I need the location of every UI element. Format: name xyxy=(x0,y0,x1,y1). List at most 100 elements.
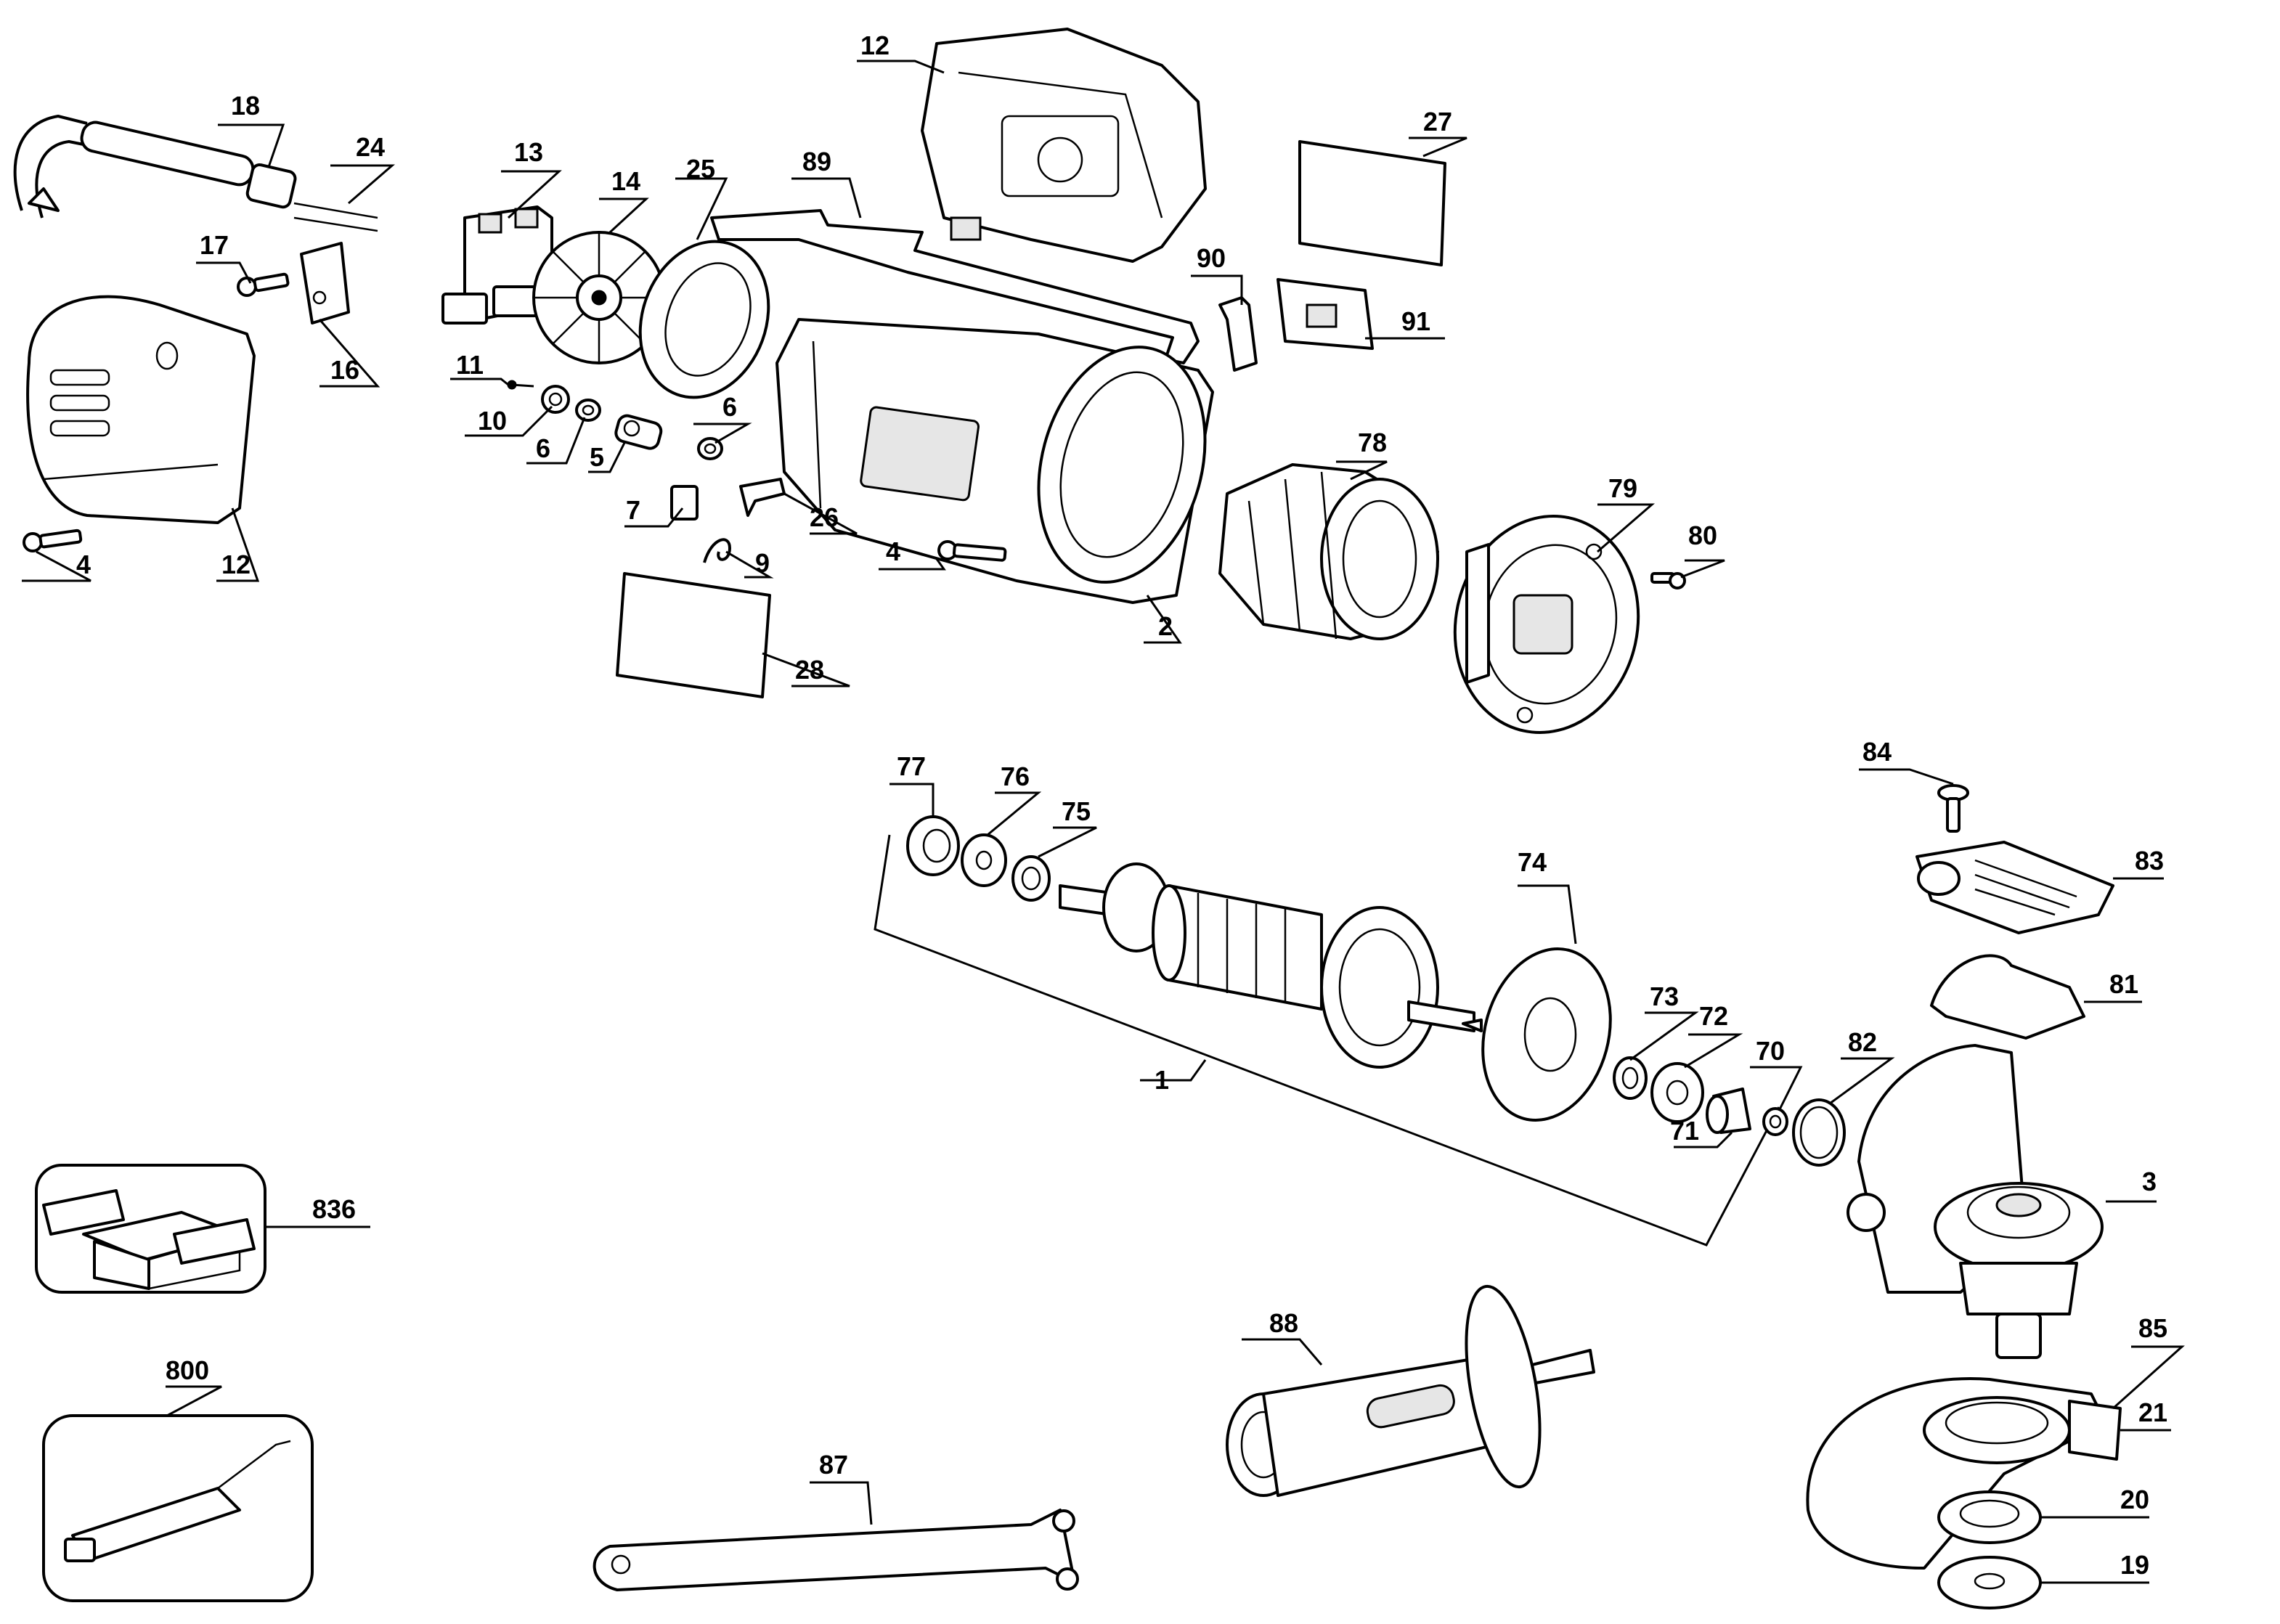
nut-70-part xyxy=(1762,1107,1788,1136)
flange-nut-19-part xyxy=(1937,1556,2042,1609)
label-18: 18 xyxy=(231,91,260,121)
cord-protector-part xyxy=(293,202,378,232)
end-bell-part xyxy=(1453,514,1640,735)
screw-80-part xyxy=(1650,572,1686,589)
label-6-right: 6 xyxy=(722,392,737,422)
screw-84-part xyxy=(1937,784,1969,833)
label-80: 80 xyxy=(1688,521,1717,550)
label-16: 16 xyxy=(330,355,359,385)
label-19: 19 xyxy=(2120,1550,2149,1580)
label-28-part xyxy=(616,572,771,698)
label-77: 77 xyxy=(897,751,926,781)
label-12-top: 12 xyxy=(860,30,889,60)
armature-part xyxy=(1059,862,1475,1069)
label-90: 90 xyxy=(1197,243,1226,273)
label-21: 21 xyxy=(2138,1397,2167,1427)
brush-7-part xyxy=(670,485,699,521)
label-76: 76 xyxy=(1001,762,1030,791)
label-25: 25 xyxy=(686,154,715,184)
label-20: 20 xyxy=(2120,1485,2149,1514)
label-82: 82 xyxy=(1848,1027,1877,1057)
leader-lines xyxy=(22,60,2185,1584)
part-91 xyxy=(1277,278,1374,350)
label-14: 14 xyxy=(611,166,640,196)
label-72: 72 xyxy=(1699,1001,1728,1031)
label-83: 83 xyxy=(2135,846,2164,876)
label-27-part xyxy=(1298,140,1446,266)
label-85: 85 xyxy=(2138,1313,2167,1343)
terminal-26-part xyxy=(739,478,786,517)
screw-center-part xyxy=(937,540,1007,562)
screw-17-part xyxy=(237,272,290,297)
part-90 xyxy=(1218,296,1258,372)
label-12-left: 12 xyxy=(221,550,251,579)
rear-housing-left-part xyxy=(26,295,256,524)
label-7: 7 xyxy=(626,495,640,525)
label-70: 70 xyxy=(1756,1036,1785,1066)
cord-clamp-part xyxy=(300,242,350,325)
washer-76-part xyxy=(961,833,1007,887)
gear-case-part xyxy=(1847,1044,2104,1359)
label-10: 10 xyxy=(478,406,507,436)
label-13: 13 xyxy=(514,137,543,167)
label-26: 26 xyxy=(810,502,839,532)
label-3: 3 xyxy=(2142,1167,2157,1196)
label-17: 17 xyxy=(200,230,229,260)
label-2: 2 xyxy=(1158,611,1173,641)
label-5: 5 xyxy=(590,442,604,472)
cap-10-part xyxy=(541,385,570,414)
label-11: 11 xyxy=(456,350,484,380)
label-84: 84 xyxy=(1862,737,1892,767)
screw-11-part xyxy=(507,380,534,390)
screw-left-part xyxy=(23,529,83,552)
ring-6-left-part xyxy=(575,399,601,422)
label-1: 1 xyxy=(1155,1065,1169,1095)
label-81: 81 xyxy=(2109,969,2138,999)
side-handle-part xyxy=(1226,1284,1595,1497)
label-91: 91 xyxy=(1401,306,1430,336)
label-75: 75 xyxy=(1062,796,1091,826)
kit-box-inset xyxy=(35,1164,266,1294)
label-78: 78 xyxy=(1358,428,1387,457)
o-ring-82-part xyxy=(1792,1098,1846,1167)
spring-clip-81-part xyxy=(1930,954,2085,1040)
bearing-77-part xyxy=(906,815,960,876)
label-4-center: 4 xyxy=(886,536,900,566)
label-74: 74 xyxy=(1518,847,1547,877)
accessory-inset-800 xyxy=(42,1414,314,1602)
part-labels: 18 24 13 14 25 89 12 27 17 16 90 91 11 1… xyxy=(76,30,2167,1580)
label-4-left: 4 xyxy=(76,550,91,579)
brush-holder-5-part xyxy=(614,414,663,450)
washer-75-part xyxy=(1011,855,1051,902)
label-28: 28 xyxy=(795,655,824,685)
field-housing-part xyxy=(775,318,1214,604)
switch-rod-part xyxy=(710,209,1200,364)
label-88: 88 xyxy=(1269,1308,1298,1338)
switch-part xyxy=(441,205,553,325)
label-836: 836 xyxy=(312,1194,356,1224)
power-cord-part xyxy=(13,115,297,219)
pinion-71-part xyxy=(1706,1088,1751,1134)
label-800: 800 xyxy=(166,1355,209,1385)
rear-housing-top-part xyxy=(921,28,1207,263)
flange-20-part xyxy=(1937,1490,2042,1544)
label-6-left: 6 xyxy=(536,433,550,463)
gear-case-cover-part xyxy=(1915,841,2114,934)
spanner-wrench-part xyxy=(593,1509,1079,1591)
label-89: 89 xyxy=(802,147,831,176)
field-coil-part xyxy=(1218,463,1439,640)
spring-9-part xyxy=(703,538,731,563)
label-27: 27 xyxy=(1423,107,1452,136)
wheel-guard-part xyxy=(1806,1377,2122,1570)
label-87: 87 xyxy=(819,1450,848,1480)
baffle-74-part xyxy=(1462,947,1612,1122)
label-24: 24 xyxy=(356,132,385,162)
label-9: 9 xyxy=(755,548,770,578)
label-73: 73 xyxy=(1650,982,1679,1011)
label-71: 71 xyxy=(1670,1116,1699,1146)
bearing-72-part xyxy=(1650,1062,1704,1123)
baffle-part xyxy=(638,240,770,399)
armature-group-bracket xyxy=(874,834,1780,1246)
